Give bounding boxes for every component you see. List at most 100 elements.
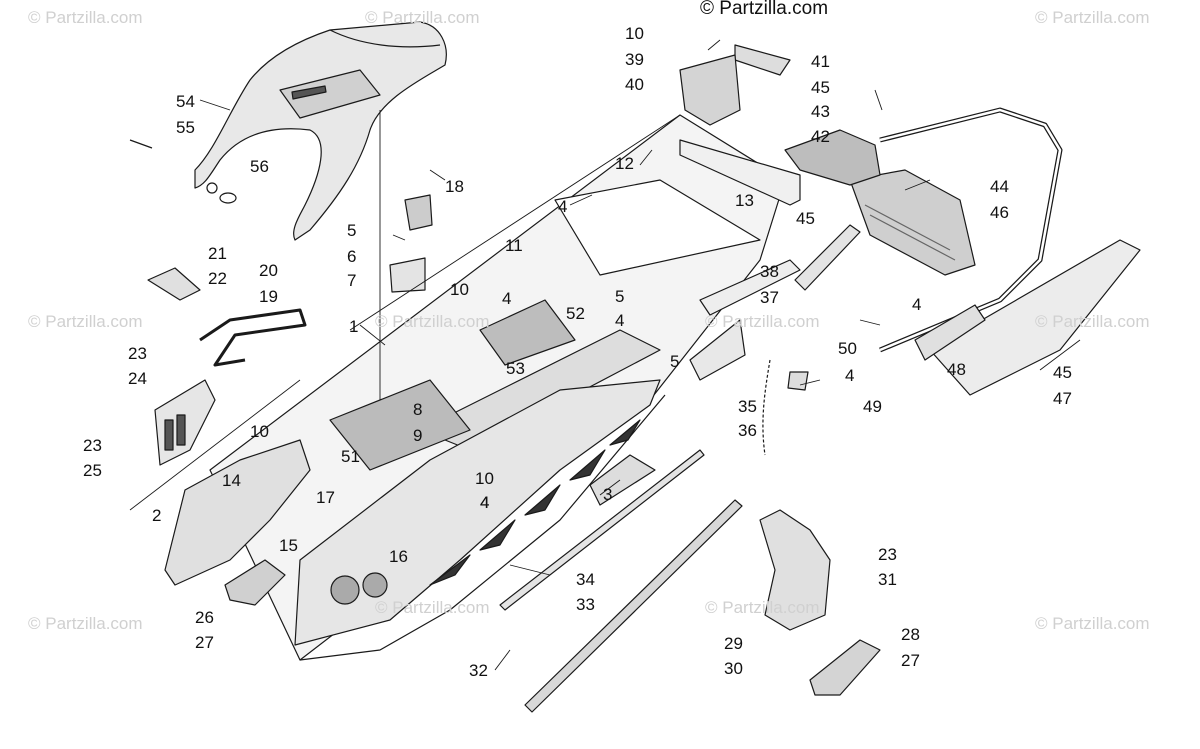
callout-4: 4 [615,311,625,330]
leader-lines [199,39,1081,671]
callout-34: 34 [576,570,595,589]
callout-49: 49 [863,397,882,416]
callout-8: 8 [413,400,423,419]
callout-36: 36 [738,421,757,440]
bracket-7-part [389,257,426,293]
callout-4: 4 [480,493,490,512]
right-rail-part [929,239,1141,396]
callout-56: 56 [250,157,269,176]
callout-23: 23 [128,344,147,363]
seat-fasteners [129,139,237,204]
callout-51: 51 [341,447,360,466]
callout-22: 22 [208,269,227,288]
bar-45-part [794,224,861,291]
callout-10: 10 [475,469,494,488]
callout-45: 45 [811,78,830,97]
callout-3: 3 [603,485,613,504]
callout-35: 35 [738,397,757,416]
callout-21: 21 [208,244,227,263]
watermark: © Partzilla.com [365,8,480,27]
callout-4: 4 [845,366,855,385]
callout-27: 27 [195,633,214,652]
watermark: © Partzilla.com [28,614,143,633]
callout-53: 53 [506,359,525,378]
callout-54: 54 [176,92,195,111]
gusset-3-part [589,454,656,506]
callout-28: 28 [901,625,920,644]
callout-4: 4 [480,493,490,512]
callout-42: 42 [811,127,830,146]
watermark: © Partzilla.com [705,598,820,617]
callout-47: 47 [1053,389,1072,408]
callout-18: 18 [445,177,464,196]
callout-50: 50 [838,339,857,358]
callout-9: 9 [413,426,423,445]
watermark: © Partzilla.com [1035,312,1150,331]
callout-38: 38 [760,262,779,281]
callout-27: 27 [901,651,920,670]
callout-32: 32 [469,661,488,680]
callout-14: 14 [222,471,241,490]
callout-48: 48 [947,360,966,379]
foot-plate-28-part [809,639,881,696]
tunnel-side-panel [294,379,661,646]
callout-4: 4 [558,197,568,216]
rail-13-part [679,139,801,206]
callout-43: 43 [811,102,830,121]
watermark: © Partzilla.com [375,312,490,331]
seat-part [194,21,447,241]
callout-4: 4 [502,289,512,308]
callout-10: 10 [450,280,469,299]
callout-10: 10 [250,422,269,441]
chain-part [689,319,809,456]
callout-24: 24 [128,369,147,388]
callout-5: 5 [670,352,680,371]
callout-25: 25 [83,461,102,480]
tunnel-main-part [209,114,786,661]
copyright-text: © Partzilla.com [700,0,829,19]
callout-40: 40 [625,75,644,94]
watermark: © Partzilla.com [28,312,143,331]
bracket-18-part [404,194,433,231]
callout-2: 2 [152,506,162,525]
callout-12: 12 [615,154,634,173]
callout-55: 55 [176,118,195,137]
callout-33: 33 [576,595,595,614]
callout-10: 10 [625,24,644,43]
callout-39: 39 [625,50,644,69]
cover-part [147,267,201,301]
callout-4: 4 [912,295,922,314]
watermark: © Partzilla.com [1035,614,1150,633]
front-bracket-part [164,439,311,586]
foot-plate-part [224,559,286,606]
guard-41-part [679,44,791,126]
rod-33-part [524,499,743,713]
callout-5: 5 [347,221,357,240]
snow-flap-part [849,169,976,276]
rear-rail-part [914,304,986,361]
callout-45: 45 [1053,363,1072,382]
callout-7: 7 [347,271,357,290]
callout-13: 13 [735,191,754,210]
callout-52: 52 [566,304,585,323]
flap-bracket-part [784,129,881,186]
watermark: © Partzilla.com [28,8,143,27]
callout-46: 46 [990,203,1009,222]
callout-41: 41 [811,52,830,71]
callout-19: 19 [259,287,278,306]
callout-15: 15 [279,536,298,555]
callout-29: 29 [724,634,743,653]
callout-23: 23 [83,436,102,455]
callout-37: 37 [760,288,779,307]
running-board-bracket-part [759,509,831,631]
rear-bumper-part [879,107,1063,353]
rod-34-part [499,449,705,611]
callout-30: 30 [724,659,743,678]
reference-lines [129,110,681,511]
callout-16: 16 [389,547,408,566]
callout-44: 44 [990,177,1009,196]
rail-38-part [699,259,801,316]
callout-6: 6 [347,247,357,266]
callout-23: 23 [878,545,897,564]
